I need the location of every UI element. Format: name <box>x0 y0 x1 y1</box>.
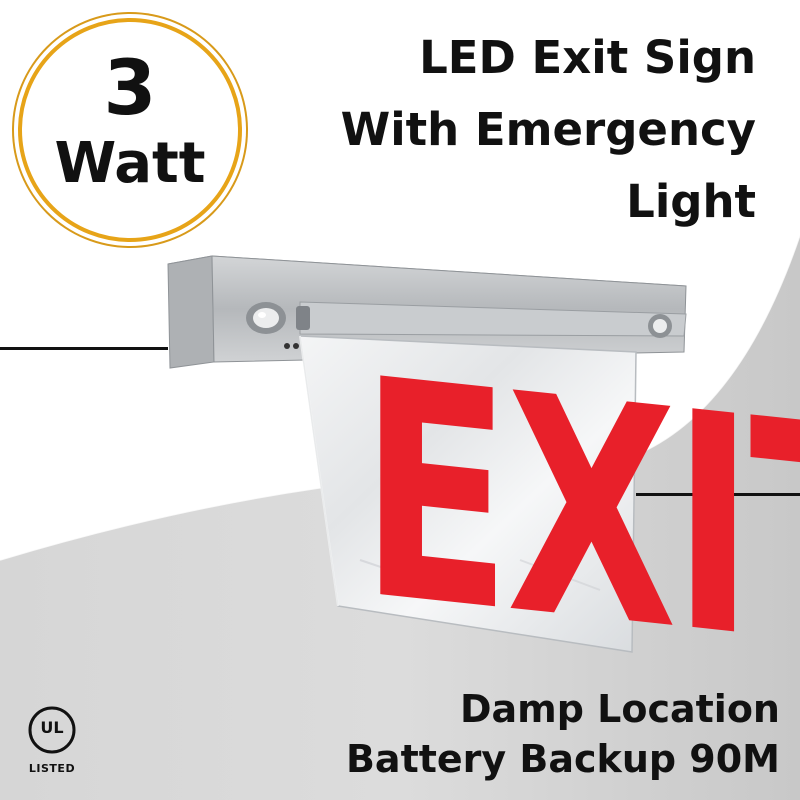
wattage-number: 3 <box>103 43 157 132</box>
wattage-unit: Watt <box>54 131 206 196</box>
emergency-lamp-right-icon <box>648 314 672 338</box>
ul-listed-icon: UL LISTED <box>22 704 82 780</box>
wattage-badge: 3 Watt <box>18 18 242 242</box>
ul-listed-label: LISTED <box>28 762 76 775</box>
exit-text: EXIT <box>360 314 800 720</box>
feature-damp-location: Damp Location <box>459 687 780 731</box>
emergency-lamp-left-icon <box>246 302 286 334</box>
ul-mark-text: UL <box>40 718 64 737</box>
leader-line-right <box>636 493 800 496</box>
headline-line-2: With Emergency <box>340 103 756 156</box>
headline-line-1: LED Exit Sign <box>419 31 756 84</box>
product-headline: LED Exit Sign With Emergency Light <box>256 22 756 238</box>
leader-line-left <box>0 347 168 350</box>
ul-circle-icon <box>28 706 76 754</box>
headline-line-3: Light <box>626 175 756 228</box>
feature-battery-backup: Battery Backup 90M <box>345 737 780 781</box>
product-features: Damp Location Battery Backup 90M <box>220 684 780 784</box>
test-switch-icon <box>296 306 310 330</box>
